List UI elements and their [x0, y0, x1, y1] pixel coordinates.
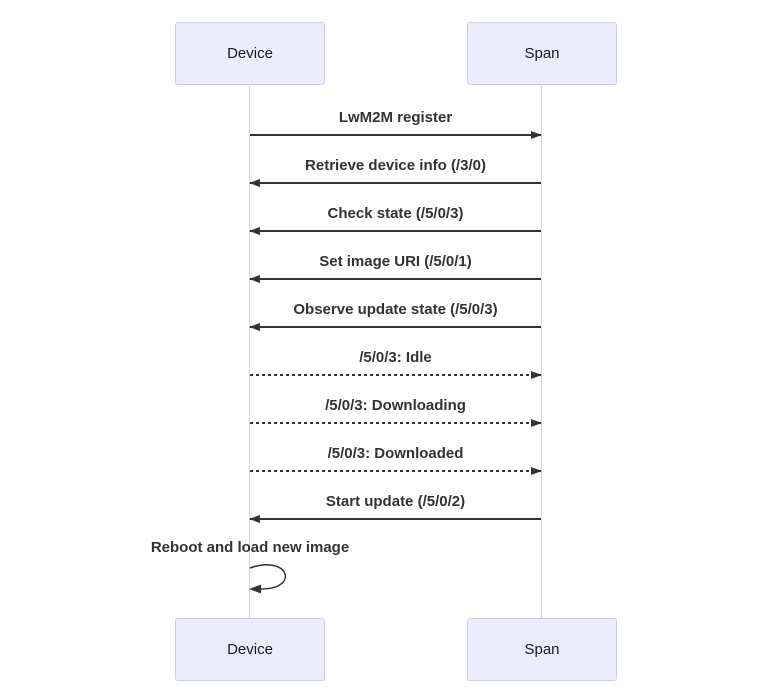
arrowhead-right-icon	[531, 131, 542, 139]
actor-span-bottom: Span	[467, 618, 617, 681]
message-label: LwM2M register	[338, 109, 453, 126]
message-label: Retrieve device info (/3/0)	[305, 157, 486, 174]
message-label-reboot: Reboot and load new image	[150, 539, 350, 556]
arrow-line	[250, 131, 542, 139]
arrow-line	[249, 515, 541, 523]
arrowhead-left-icon	[249, 227, 260, 235]
arrow-line	[249, 323, 541, 331]
lifeline-device	[249, 86, 250, 618]
actor-device-label: Device	[227, 641, 273, 658]
message-label: /5/0/3: Downloaded	[327, 445, 464, 462]
arrowhead-right-icon	[531, 371, 542, 379]
message-label: /5/0/3: Downloading	[325, 397, 466, 414]
message-label: Check state (/5/0/3)	[327, 205, 464, 222]
message-label: Observe update state (/5/0/3)	[293, 301, 498, 318]
arrow-line	[249, 179, 541, 187]
actor-device-label: Device	[227, 45, 273, 62]
arrow-line-dashed	[250, 371, 542, 379]
arrow-line	[249, 227, 541, 235]
arrowhead-left-icon	[249, 275, 260, 283]
actor-device-top: Device	[175, 22, 325, 85]
message-label: /5/0/3: Idle	[359, 349, 432, 366]
arrow-line	[249, 275, 541, 283]
actor-span-label: Span	[524, 641, 560, 658]
arrowhead-right-icon	[531, 419, 542, 427]
message-label: Start update (/5/0/2)	[325, 493, 466, 510]
self-loop-arrow-icon	[249, 564, 287, 594]
actor-span-label: Span	[524, 45, 560, 62]
arrow-line-dashed	[250, 419, 542, 427]
message-label: Set image URI (/5/0/1)	[319, 253, 472, 270]
actor-span-top: Span	[467, 22, 617, 85]
arrowhead-right-icon	[531, 467, 542, 475]
lifeline-span	[541, 86, 542, 618]
actor-device-bottom: Device	[175, 618, 325, 681]
arrowhead-left-icon	[249, 515, 260, 523]
arrowhead-left-icon	[249, 179, 260, 187]
arrow-line-dashed	[250, 467, 542, 475]
arrowhead-left-icon	[249, 323, 260, 331]
